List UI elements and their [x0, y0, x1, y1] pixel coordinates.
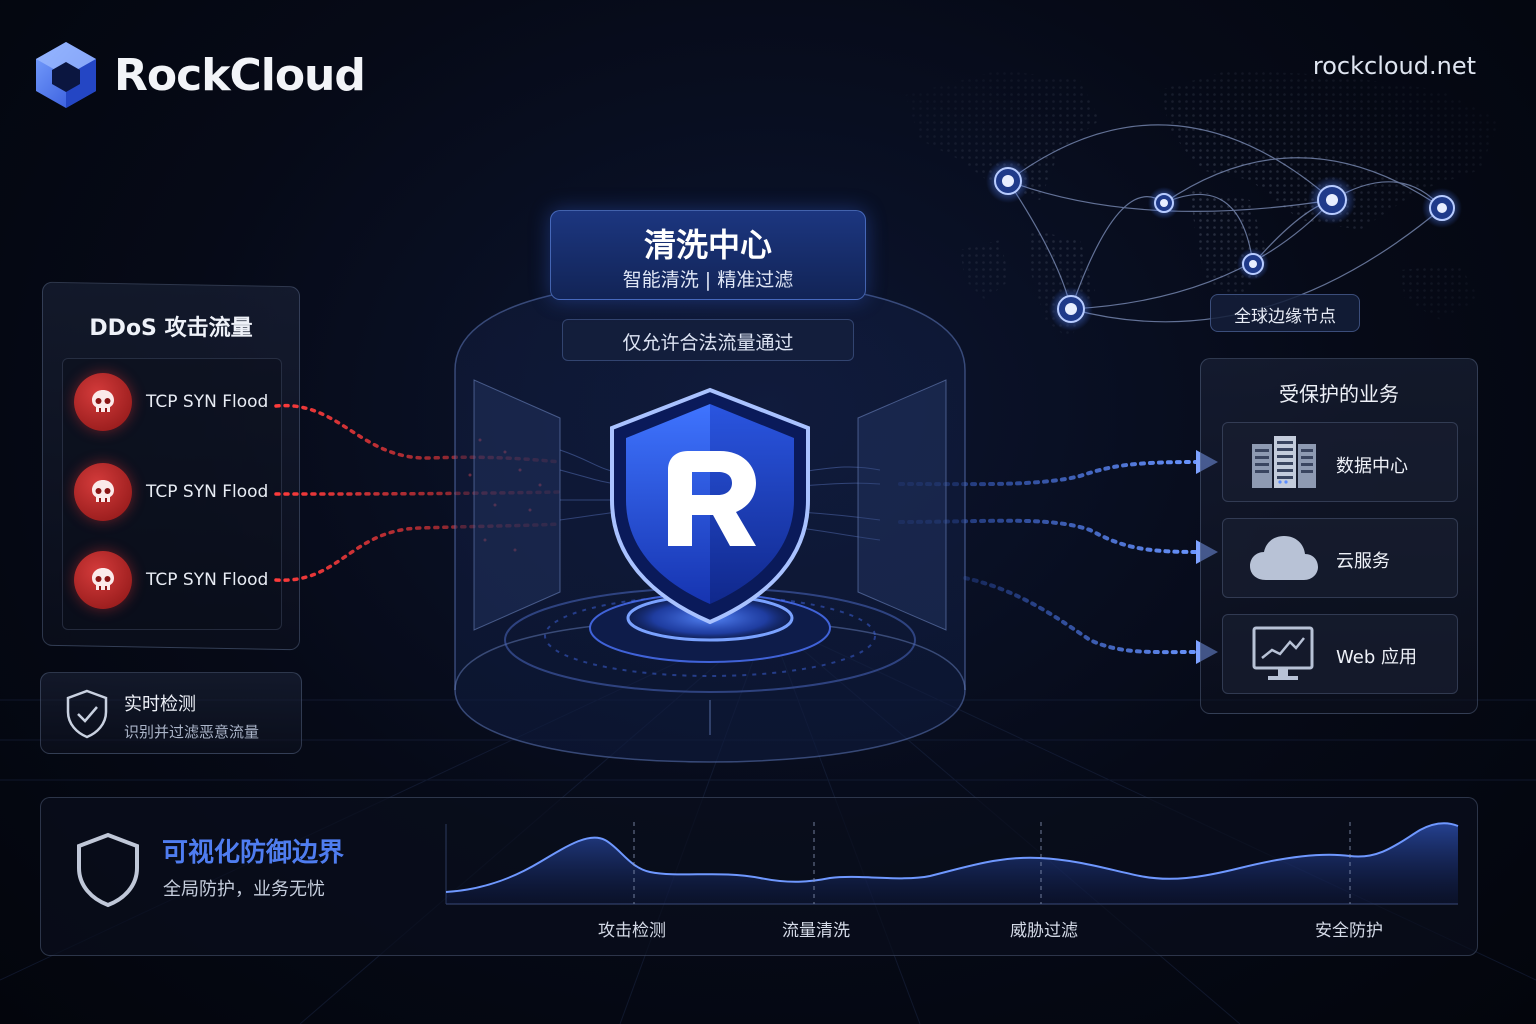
skull-icon	[74, 373, 132, 431]
attack-item: TCP SYN Flood	[74, 463, 268, 521]
rockcloud-shield-icon	[610, 387, 810, 625]
skull-icon	[74, 463, 132, 521]
edge-nodes-badge	[1210, 294, 1360, 332]
attack-label: TCP SYN Flood	[146, 482, 269, 502]
attack-item: TCP SYN Flood	[74, 551, 268, 609]
shield-check-icon	[64, 688, 110, 744]
stage-label: 安全防护	[1315, 921, 1383, 941]
server-icon	[1250, 434, 1318, 494]
realtime-detect-title: 实时检测	[124, 694, 196, 715]
cloud-icon	[1248, 532, 1320, 588]
brand-name: RockCloud	[114, 49, 366, 101]
cleaning-center-subtitle: 智能清洗 | 精准过滤	[622, 269, 794, 291]
cleaning-center-header	[550, 210, 866, 300]
clean-traffic-lines	[898, 460, 1198, 655]
service-label: 数据中心	[1336, 456, 1408, 477]
edge-node-markers	[986, 159, 1462, 331]
defense-boundary-title: 可视化防御边界	[162, 838, 345, 868]
attack-label: TCP SYN Flood	[146, 570, 269, 590]
allow-legit-box	[562, 319, 854, 361]
defense-boundary-subtitle: 全局防护，业务无忧	[163, 879, 325, 900]
allow-legit-text: 仅允许合法流量通过	[622, 332, 794, 354]
rockcloud-logo-icon	[36, 42, 96, 108]
skull-icon	[74, 551, 132, 609]
service-label: 云服务	[1336, 551, 1390, 572]
brand: RockCloud	[34, 40, 366, 110]
monitor-chart-icon	[1252, 626, 1314, 688]
stage-label: 威胁过滤	[1010, 921, 1078, 941]
stage-label: 流量清洗	[782, 921, 850, 941]
attack-item: TCP SYN Flood	[74, 373, 268, 431]
protected-services-title: 受保护的业务	[1279, 382, 1399, 406]
attack-label: TCP SYN Flood	[146, 392, 269, 412]
stage-label: 攻击检测	[598, 921, 666, 941]
realtime-detect-panel	[40, 672, 302, 754]
cleaning-center-title: 清洗中心	[643, 226, 772, 264]
realtime-detect-subtitle: 识别并过滤恶意流量	[124, 723, 260, 741]
shield-outline-icon	[74, 832, 142, 912]
attack-traffic-title: DDoS 攻击流量	[89, 316, 253, 341]
website-url[interactable]: rockcloud.net	[1312, 52, 1476, 80]
world-map-dots	[905, 70, 1500, 340]
edge-nodes-label: 全球边缘节点	[1234, 307, 1336, 327]
service-label: Web 应用	[1336, 647, 1417, 668]
